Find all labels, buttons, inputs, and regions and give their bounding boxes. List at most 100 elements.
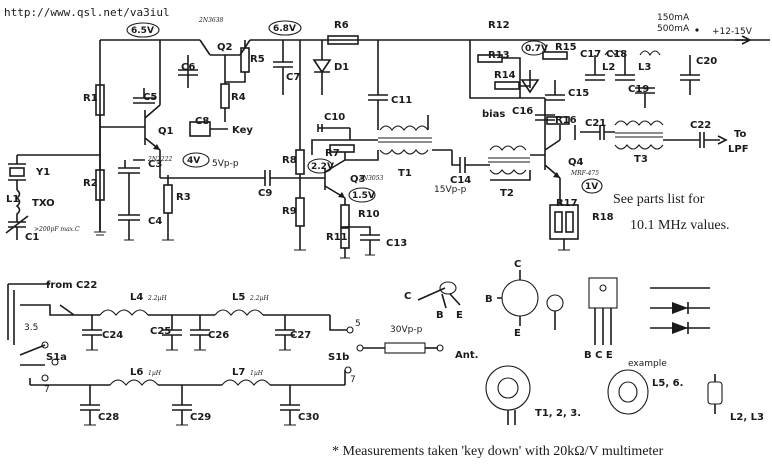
- l1-label: L1: [6, 194, 19, 205]
- l5-value: 2.2µH: [249, 295, 269, 302]
- pin-b-small: B: [436, 310, 444, 321]
- c29-label: C29: [190, 412, 211, 423]
- supply-voltage: +12-15V: [712, 27, 753, 37]
- meas-9: 15Vp-p: [434, 185, 467, 195]
- from-c22-label: from C22: [46, 280, 97, 291]
- l6-label: L6: [130, 367, 143, 378]
- supply-current-tx: 500mA: [657, 24, 690, 34]
- r17-label: R17: [556, 198, 578, 209]
- l7-value: 1µH: [250, 370, 264, 377]
- c28-label: C28: [98, 412, 119, 423]
- c7-label: C7: [286, 72, 300, 83]
- meas-oval-2: [268, 20, 302, 36]
- c3-label: C3: [148, 159, 162, 170]
- parts-note-line2: 10.1 MHz values.: [630, 218, 730, 233]
- l5-label: L5: [232, 292, 245, 303]
- pin-e-can: E: [514, 328, 521, 339]
- l6-value: 1µH: [148, 370, 162, 377]
- pa-stage: [469, 40, 728, 250]
- c30-label: C30: [298, 412, 319, 423]
- s1a-pos-35: 3.5: [24, 323, 38, 333]
- oscillator-stage: [5, 40, 228, 240]
- c17-label: C17: [580, 49, 601, 60]
- pinout-legend: [417, 270, 723, 425]
- r3-label: R3: [176, 192, 191, 203]
- example-items: L5, 6.: [652, 378, 683, 389]
- pin-c-small: C: [404, 291, 411, 302]
- c25-label: C25: [150, 326, 171, 337]
- c9-label: C9: [258, 188, 272, 199]
- c4-label: C4: [148, 216, 162, 227]
- ground-symbols: [84, 231, 570, 426]
- c20-label: C20: [696, 56, 717, 67]
- r18-label: R18: [592, 212, 614, 223]
- q2-label: Q2: [217, 42, 233, 53]
- c14-label: C14: [450, 175, 471, 186]
- footnote: * Measurements taken 'key down' with 20k…: [332, 444, 664, 459]
- supply-current-rx: 150mA: [657, 13, 690, 23]
- c16-label: C16: [512, 106, 533, 117]
- low-pass-filter: [7, 283, 444, 425]
- c18-label: C18: [606, 49, 627, 60]
- c15-label: C15: [568, 88, 589, 99]
- r5-label: R5: [250, 54, 265, 65]
- meas-oval-8: [581, 178, 603, 194]
- c13-label: C13: [386, 238, 407, 249]
- meas-8: 1V: [585, 182, 598, 192]
- c6-label: C6: [181, 62, 195, 73]
- meas-3: 0.7V: [525, 44, 548, 54]
- supply-dot: [695, 28, 699, 32]
- driver-stage: [205, 40, 490, 258]
- s1b-pos-5: 5: [355, 319, 361, 329]
- s1b-label: S1b: [328, 352, 349, 363]
- meas-1: 6.5V: [131, 26, 154, 36]
- t1-label: T1: [398, 168, 412, 179]
- c10-label: C10: [324, 112, 345, 123]
- l3-label: L3: [638, 62, 651, 73]
- r6-resistor: [327, 35, 359, 45]
- key-label: Key: [232, 125, 253, 136]
- pin-e-small: E: [456, 310, 463, 321]
- c21-label: C21: [585, 118, 606, 129]
- lpf-label: LPF: [728, 144, 749, 155]
- c24-label: C24: [102, 330, 123, 341]
- txo-label: TXO: [32, 198, 55, 209]
- q2-type: 2N3638: [198, 17, 224, 24]
- r12-label: R12: [488, 20, 510, 31]
- r8-label: R8: [282, 155, 297, 166]
- example-label: example: [628, 359, 667, 369]
- meas-oval-4: [182, 152, 210, 168]
- meas-10: 30Vp-p: [390, 325, 423, 335]
- l4-value: 2.2µH: [147, 295, 167, 302]
- parts-note-line1: See parts list for: [613, 192, 705, 207]
- r7-label: R7: [325, 148, 340, 159]
- r6-label: R6: [334, 20, 349, 31]
- pin-c-can: C: [514, 259, 521, 270]
- meas-5: 5Vp-p: [212, 159, 239, 169]
- bias-label: bias: [482, 109, 505, 120]
- c26-label: C26: [208, 330, 229, 341]
- t2-label: T2: [500, 188, 514, 199]
- meas-6: 2.2V: [311, 162, 334, 172]
- ant-label: Ant.: [455, 350, 478, 361]
- s1b-pos-7: 7: [350, 375, 356, 385]
- meas-oval-1: [126, 22, 160, 38]
- c1-note: >200pF max.C: [34, 226, 80, 233]
- c5-label: C5: [143, 92, 157, 103]
- d1-label: D1: [334, 62, 349, 73]
- keying-stage: [178, 39, 332, 122]
- c1-label: C1: [25, 232, 39, 243]
- r1-label: R1: [83, 93, 98, 104]
- c19-label: C19: [628, 84, 649, 95]
- y1-label: Y1: [35, 167, 50, 178]
- r14-label: R14: [494, 70, 516, 81]
- q1-label: Q1: [158, 126, 174, 137]
- c11-label: C11: [391, 95, 412, 106]
- inductor-l2-l3: L2, L3: [730, 412, 764, 423]
- meas-oval-7: [348, 187, 376, 203]
- meas-2: 6.8V: [273, 24, 296, 34]
- t3-label: T3: [634, 154, 648, 165]
- r10-label: R10: [358, 209, 380, 220]
- meas-4: 4V: [187, 156, 200, 166]
- r13-label: R13: [488, 50, 510, 61]
